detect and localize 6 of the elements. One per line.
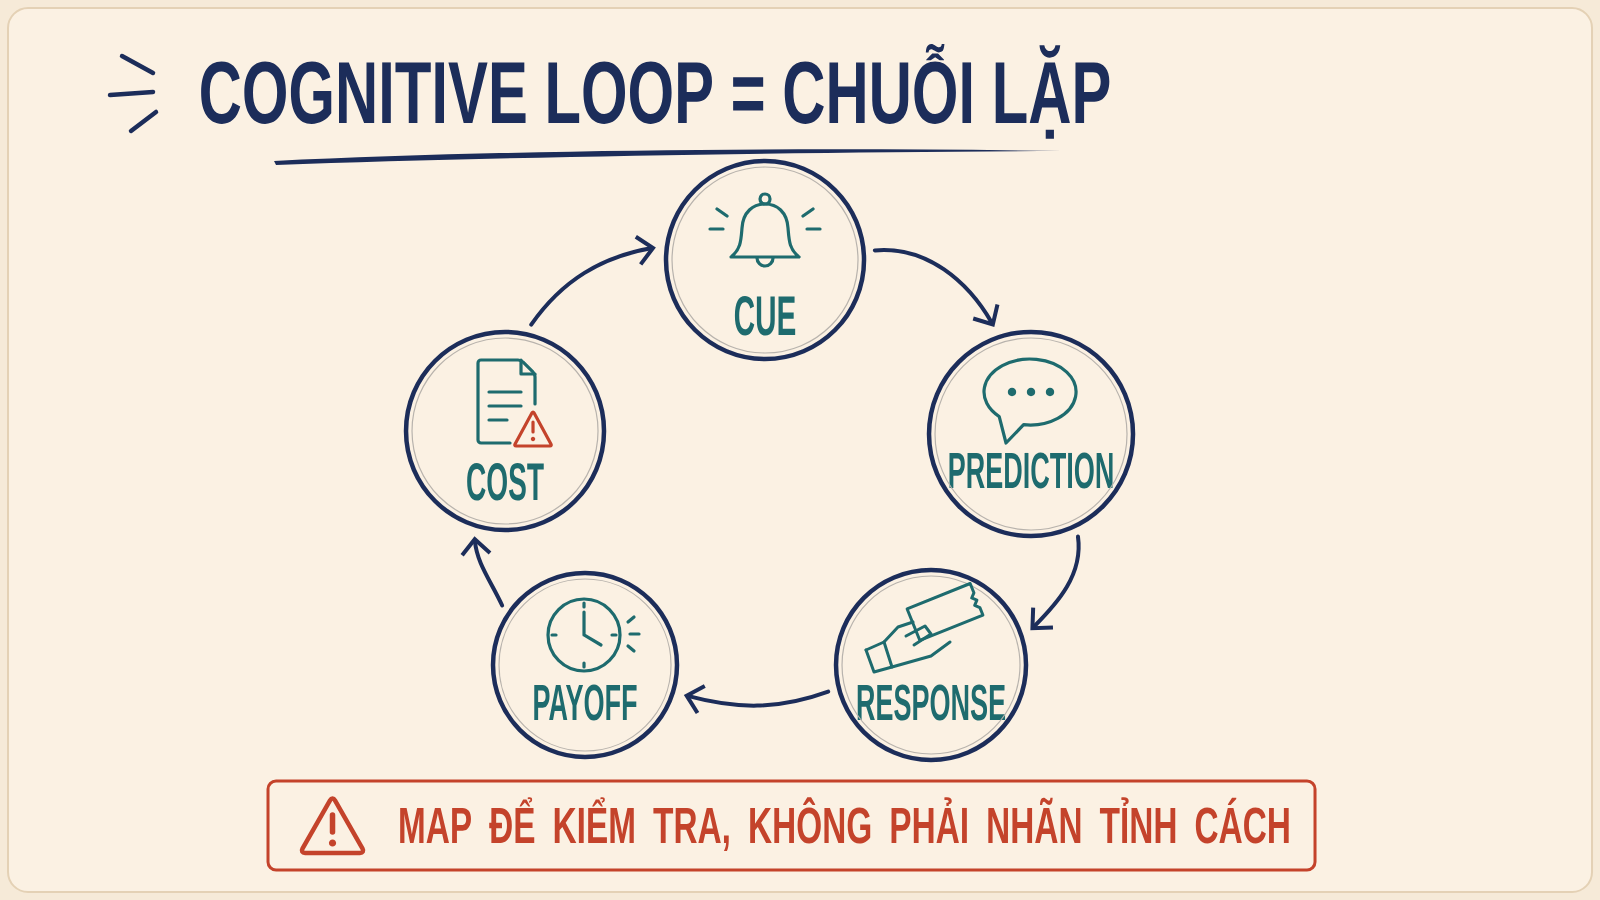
arrow [529, 235, 656, 327]
arrow [683, 684, 831, 715]
warning-banner: MAP ĐỂ KIỂM TRA, KHÔNG PHẢI NHÃN TỈNH CÁCH [266, 779, 1317, 872]
arrow [1030, 534, 1081, 631]
arrow [460, 536, 505, 608]
arrow [872, 248, 1000, 328]
